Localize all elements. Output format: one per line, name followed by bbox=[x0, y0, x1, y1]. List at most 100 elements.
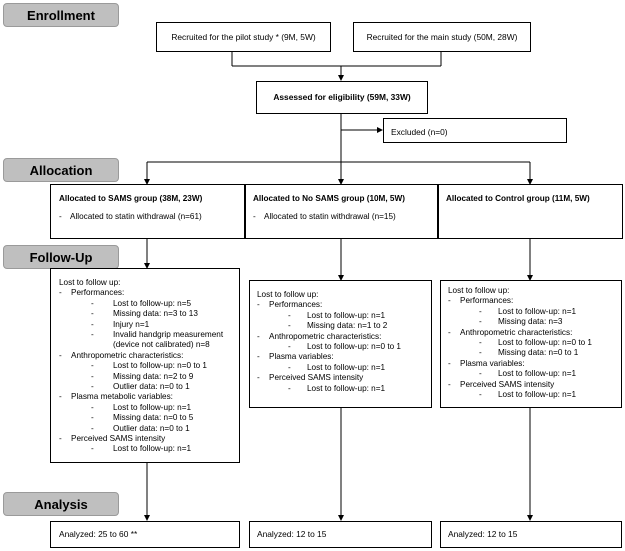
recruit-main-text: Recruited for the main study (50M, 28W) bbox=[366, 31, 518, 42]
control-fu-perf-item: Missing data: n=3 bbox=[498, 317, 563, 327]
nosams-fu-dash: - bbox=[257, 331, 260, 341]
sams-fu-perf-item: Missing data: n=3 to 13 bbox=[113, 309, 198, 319]
recruit-main-box: Recruited for the main study (50M, 28W) bbox=[353, 22, 531, 52]
control-fu-plasma: Plasma variables: bbox=[460, 358, 525, 368]
sams-fu-dash: - bbox=[91, 371, 94, 381]
sams-fu-plas-item: Outlier data: n=0 to 1 bbox=[113, 423, 190, 433]
sams-followup-box: Lost to follow up: - Performances: - Los… bbox=[50, 268, 240, 463]
stage-enrollment-label: Enrollment bbox=[27, 7, 95, 23]
sams-fu-heading: Lost to follow up: bbox=[59, 278, 121, 287]
sams-fu-plas-item: Missing data: n=0 to 5 bbox=[113, 413, 194, 423]
nosams-sub-bullet: - bbox=[253, 212, 256, 221]
assessed-text: Assessed for eligibility (59M, 33W) bbox=[273, 92, 411, 102]
control-fu-dash: - bbox=[479, 390, 482, 399]
nosams-sub: Allocated to statin withdrawal (n=15) bbox=[264, 212, 396, 221]
nosams-fu-plas-item: Lost to follow-up: n=1 bbox=[307, 362, 386, 372]
sams-sub-bullet: - bbox=[59, 212, 62, 221]
control-fu-dash: - bbox=[448, 327, 451, 337]
control-analysis-box: Analyzed: 12 to 15 bbox=[440, 521, 622, 548]
control-fu-dash: - bbox=[479, 348, 482, 358]
sams-fu-perceived: Perceived SAMS intensity bbox=[71, 434, 166, 443]
sams-fu-perf-item-cont: (device not calibrated) n=8 bbox=[113, 340, 210, 350]
sams-fu-perf-item: Invalid handgrip measurement bbox=[113, 330, 224, 339]
sams-fu-dash: - bbox=[91, 423, 94, 433]
sams-fu-dash: - bbox=[91, 298, 94, 308]
control-fu-dash: - bbox=[448, 379, 451, 389]
recruit-pilot-box: Recruited for the pilot study * (9M, 5W) bbox=[156, 22, 331, 52]
sams-fu-perf-item: Lost to follow-up: n=5 bbox=[113, 298, 192, 308]
stage-enrollment: Enrollment bbox=[3, 3, 119, 27]
nosams-fu-perceived: Perceived SAMS intensity bbox=[269, 373, 364, 383]
nosams-fu-perf-item: Missing data: n=1 to 2 bbox=[307, 321, 388, 331]
sams-allocation-box: Allocated to SAMS group (38M, 23W) - All… bbox=[50, 184, 245, 239]
sams-fu-dash: - bbox=[59, 350, 62, 360]
nosams-fu-perf-item: Lost to follow-up: n=1 bbox=[307, 310, 386, 320]
control-fu-dash: - bbox=[448, 358, 451, 368]
nosams-fu-perc-item: Lost to follow-up: n=1 bbox=[307, 383, 386, 393]
nosams-fu-dash: - bbox=[288, 383, 291, 393]
control-fu-dash: - bbox=[479, 317, 482, 327]
stage-allocation: Allocation bbox=[3, 158, 119, 182]
stage-followup: Follow-Up bbox=[3, 245, 119, 269]
sams-fu-dash: - bbox=[59, 392, 62, 402]
sams-fu-anth-item: Missing data: n=2 to 9 bbox=[113, 371, 194, 381]
sams-fu-perf-item: Injury n=1 bbox=[113, 319, 150, 329]
excluded-box: Excluded (n=0) bbox=[383, 118, 567, 143]
control-fu-dash: - bbox=[448, 296, 451, 306]
nosams-fu-dash: - bbox=[288, 362, 291, 372]
sams-analysis-text: Analyzed: 25 to 60 ** bbox=[59, 529, 138, 539]
sams-fu-plasma: Plasma metabolic variables: bbox=[71, 392, 173, 402]
stage-allocation-label: Allocation bbox=[29, 162, 93, 178]
control-fu-heading: Lost to follow up: bbox=[448, 286, 510, 295]
nosams-fu-plasma: Plasma variables: bbox=[269, 352, 334, 362]
stage-analysis: Analysis bbox=[3, 492, 119, 516]
sams-fu-perc-item: Lost to follow-up: n=1 bbox=[113, 444, 192, 454]
sams-fu-dash: - bbox=[91, 319, 94, 329]
sams-fu-dash: - bbox=[91, 444, 94, 454]
control-fu-performances: Performances: bbox=[460, 296, 514, 306]
sams-title: Allocated to SAMS group (38M, 23W) bbox=[59, 194, 203, 203]
recruit-pilot-text: Recruited for the pilot study * (9M, 5W) bbox=[171, 31, 316, 42]
sams-fu-anth-item: Lost to follow-up: n=0 to 1 bbox=[113, 361, 207, 371]
sams-fu-dash: - bbox=[91, 402, 94, 412]
assessed-box: Assessed for eligibility (59M, 33W) bbox=[256, 81, 428, 114]
sams-fu-plas-item: Lost to follow-up: n=1 bbox=[113, 402, 192, 412]
control-fu-perc-item: Lost to follow-up: n=1 bbox=[498, 390, 577, 399]
control-fu-perf-item: Lost to follow-up: n=1 bbox=[498, 306, 577, 316]
control-fu-anthro: Anthropometric characteristics: bbox=[460, 327, 573, 337]
nosams-fu-dash: - bbox=[257, 300, 260, 310]
nosams-followup-box: Lost to follow up: - Performances: - Los… bbox=[249, 280, 432, 408]
control-fu-plas-item: Lost to follow-up: n=1 bbox=[498, 369, 577, 379]
sams-fu-dash: - bbox=[91, 330, 94, 339]
nosams-fu-performances: Performances: bbox=[269, 300, 323, 310]
control-analysis-text: Analyzed: 12 to 15 bbox=[448, 529, 518, 539]
control-fu-dash: - bbox=[479, 306, 482, 316]
nosams-fu-dash: - bbox=[257, 352, 260, 362]
nosams-title: Allocated to No SAMS group (10M, 5W) bbox=[253, 194, 405, 203]
nosams-analysis-text: Analyzed: 12 to 15 bbox=[257, 529, 327, 539]
nosams-fu-dash: - bbox=[288, 321, 291, 331]
sams-fu-dash: - bbox=[91, 309, 94, 319]
sams-fu-performances: Performances: bbox=[71, 288, 125, 298]
control-fu-perceived: Perceived SAMS intensity bbox=[460, 379, 555, 389]
control-fu-anth-item: Lost to follow-up: n=0 to 1 bbox=[498, 338, 592, 347]
nosams-fu-dash: - bbox=[288, 310, 291, 320]
sams-fu-anthro: Anthropometric characteristics: bbox=[71, 350, 184, 360]
stage-analysis-label: Analysis bbox=[34, 496, 88, 512]
excluded-text: Excluded (n=0) bbox=[391, 127, 448, 137]
nosams-fu-anth-item: Lost to follow-up: n=0 to 1 bbox=[307, 342, 401, 351]
nosams-allocation-box: Allocated to No SAMS group (10M, 5W) - A… bbox=[245, 184, 438, 239]
nosams-fu-anthro: Anthropometric characteristics: bbox=[269, 331, 382, 341]
sams-fu-dash: - bbox=[91, 361, 94, 371]
control-title: Allocated to Control group (11M, 5W) bbox=[446, 194, 590, 203]
nosams-analysis-box: Analyzed: 12 to 15 bbox=[249, 521, 432, 548]
control-fu-anth-item: Missing data: n=0 to 1 bbox=[498, 348, 579, 358]
sams-fu-dash: - bbox=[59, 434, 62, 443]
nosams-fu-dash: - bbox=[288, 342, 291, 351]
nosams-fu-dash: - bbox=[257, 373, 260, 383]
nosams-fu-heading: Lost to follow up: bbox=[257, 290, 319, 299]
sams-fu-dash: - bbox=[59, 288, 62, 298]
sams-fu-anth-item: Outlier data: n=0 to 1 bbox=[113, 382, 190, 391]
control-fu-dash: - bbox=[479, 369, 482, 379]
